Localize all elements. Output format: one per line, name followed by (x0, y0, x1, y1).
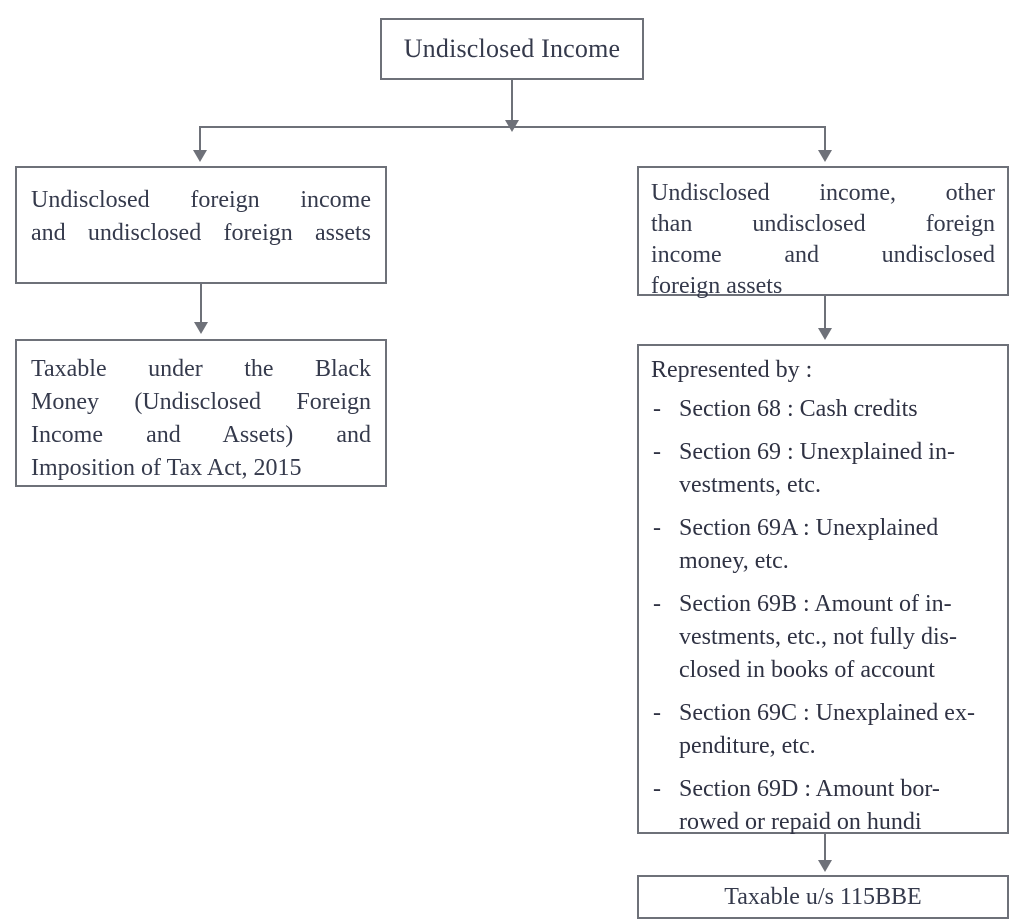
node-right-1-line-3: income and undisclosed (651, 242, 995, 268)
list-item-line-1: Section 69C : Unexplained ex- (679, 700, 975, 726)
list-item-line-1: Section 69B : Amount of in- (679, 591, 952, 617)
connector-right-1-to-right-2 (824, 296, 826, 334)
node-left-2-line-2: Money (Undisclosed Foreign (31, 389, 371, 415)
arrowhead-right-branch-icon (818, 150, 832, 162)
connector-left-1-to-left-2 (200, 284, 202, 328)
node-left-2-line-3: Income and Assets) and (31, 422, 371, 448)
node-represented-by: Represented by : - Section 68 : Cash cre… (637, 344, 1009, 835)
list-item-line-2: vestments, etc., not fully dis- (679, 624, 957, 650)
node-taxable-115bbe: Taxable u/s 115BBE (637, 875, 1009, 919)
list-item-line-2: penditure, etc. (679, 733, 816, 759)
list-item: - Section 68 : Cash credits (649, 393, 997, 426)
connector-right-2-to-right-3 (824, 834, 826, 866)
node-right-1-line-2: than undisclosed foreign (651, 211, 995, 237)
arrowhead-left-1-to-left-2-icon (194, 322, 208, 334)
list-item-line-2: vestments, etc. (679, 472, 821, 498)
arrowhead-right-1-to-right-2-icon (818, 328, 832, 340)
node-right-1-line-4: foreign assets (651, 273, 783, 299)
bullet-dash-icon: - (653, 439, 661, 465)
arrowhead-left-branch-icon (193, 150, 207, 162)
list-item: - Section 69 : Unexplained in- vestments… (649, 436, 997, 502)
list-item: - Section 69C : Unexplained ex- penditur… (649, 697, 997, 763)
node-undisclosed-income-other: Undisclosed income, other than undisclos… (637, 166, 1009, 299)
represented-by-label: Represented by : (651, 357, 813, 383)
node-undisclosed-income: Undisclosed Income (380, 18, 644, 80)
bullet-dash-icon: - (653, 396, 661, 422)
node-black-money-act: Taxable under the Black Money (Undisclos… (15, 339, 387, 487)
list-item-line-1: Section 68 : Cash credits (679, 396, 918, 422)
list-item-line-1: Section 69A : Unexplained (679, 515, 939, 541)
connector-title-to-split (511, 80, 513, 126)
connector-split-to-right (824, 126, 826, 154)
node-taxable-115bbe-label: Taxable u/s 115BBE (724, 884, 922, 910)
bullet-dash-icon: - (653, 515, 661, 541)
node-left-2-line-4: Imposition of Tax Act, 2015 (31, 455, 302, 481)
list-item-line-2: rowed or repaid on hundi (679, 809, 922, 835)
bullet-dash-icon: - (653, 591, 661, 617)
list-item-line-1: Section 69D : Amount bor- (679, 776, 940, 802)
node-left-1-line-2: and undisclosed foreign assets (31, 220, 371, 246)
list-item-line-1: Section 69 : Unexplained in- (679, 439, 955, 465)
bullet-dash-icon: - (653, 700, 661, 726)
node-left-1-line-1: Undisclosed foreign income (31, 187, 371, 213)
list-item: - Section 69D : Amount bor- rowed or rep… (649, 773, 997, 839)
section-list: - Section 68 : Cash credits - Section 69… (649, 393, 997, 839)
list-item-line-3: closed in books of account (679, 657, 935, 683)
node-right-1-line-1: Undisclosed income, other (651, 180, 995, 206)
node-undisclosed-income-label: Undisclosed Income (403, 34, 621, 63)
connector-split-bar (199, 126, 826, 128)
list-item-line-2: money, etc. (679, 548, 789, 574)
connector-split-to-left (199, 126, 201, 154)
node-left-2-line-1: Taxable under the Black (31, 356, 371, 382)
arrowhead-right-2-to-right-3-icon (818, 860, 832, 872)
bullet-dash-icon: - (653, 776, 661, 802)
list-item: - Section 69B : Amount of in- vestments,… (649, 588, 997, 687)
list-item: - Section 69A : Unexplained money, etc. (649, 512, 997, 578)
node-undisclosed-foreign-income-assets: Undisclosed foreign income and undisclos… (15, 166, 387, 284)
